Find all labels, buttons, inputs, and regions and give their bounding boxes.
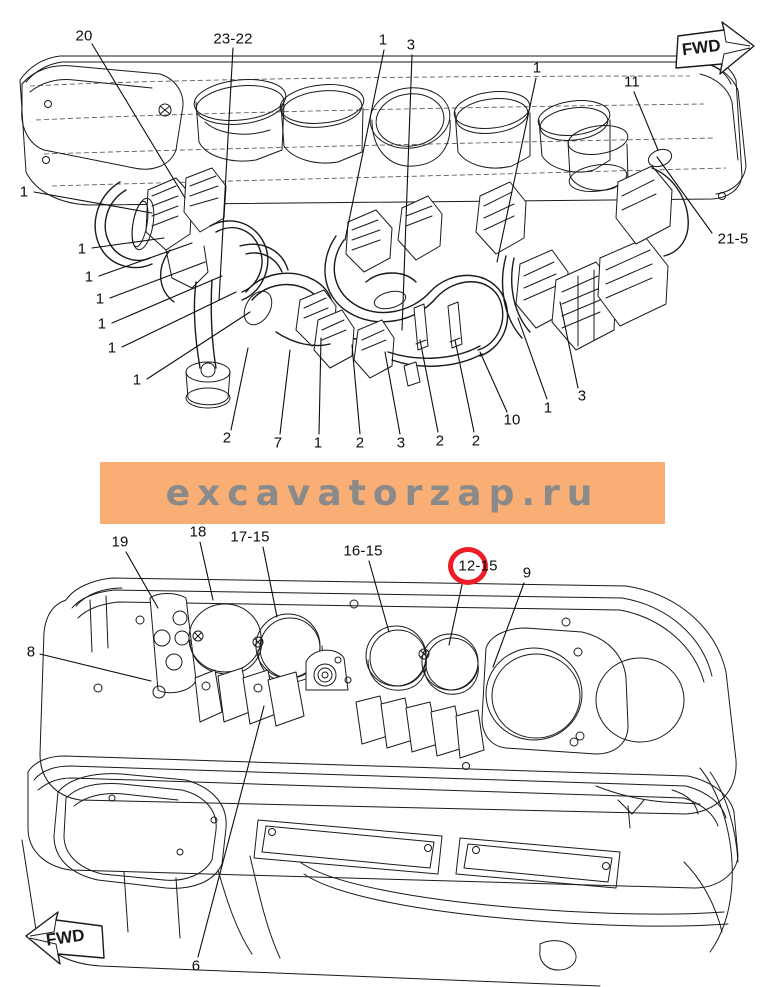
leader-line [91, 237, 165, 249]
callout-upper-1: 1 [132, 371, 142, 389]
leader-line [146, 311, 251, 380]
callout-upper-1: 1 [97, 315, 107, 333]
callout-upper-7: 7 [273, 434, 283, 452]
leader-line [401, 54, 413, 331]
watermark-text: excavatorzap.ru [165, 472, 600, 514]
callout-upper-1: 1 [19, 183, 29, 201]
fwd-arrow-top-right: FWD [672, 20, 758, 82]
callout-upper-2: 2 [435, 432, 445, 450]
switch-row-right [355, 695, 485, 759]
callout-upper-20: 20 [75, 27, 93, 45]
leader-line [448, 579, 464, 646]
callout-upper-1: 1 [107, 339, 117, 357]
leader-line [197, 705, 265, 958]
callout-lower-16-15: 16-15 [343, 542, 383, 560]
leader-line [384, 351, 401, 435]
leader-line [318, 337, 322, 435]
callout-lower-8: 8 [26, 643, 36, 661]
callout-upper-1: 1 [543, 399, 553, 417]
callout-lower-18: 18 [189, 523, 207, 541]
leader-line [121, 291, 237, 348]
leader-line [351, 344, 361, 435]
callout-upper-1: 1 [84, 268, 94, 286]
leader-line [125, 551, 159, 609]
callout-upper-1: 1 [378, 31, 388, 49]
leader-line [199, 541, 214, 601]
upper-dash-frame [19, 55, 747, 409]
leader-line [98, 242, 193, 277]
callout-upper-1: 1 [313, 434, 323, 452]
callout-upper-21-5: 21-5 [717, 230, 749, 248]
leader-line [656, 156, 713, 234]
callout-upper-1: 1 [532, 59, 542, 77]
leader-line [230, 347, 249, 431]
callout-lower-19: 19 [111, 533, 129, 551]
callout-lower-17-15: 17-15 [230, 528, 270, 546]
callout-leader-lines [33, 43, 713, 958]
leader-line [344, 49, 385, 241]
leader-line [368, 560, 390, 633]
leader-line [279, 349, 291, 435]
callout-upper-3: 3 [396, 434, 406, 452]
callout-upper-11: 11 [624, 73, 640, 91]
callout-upper-23-22: 23-22 [213, 30, 253, 48]
harness-components [94, 148, 689, 409]
site-watermark: excavatorzap.ru [100, 462, 665, 524]
callout-upper-2: 2 [471, 432, 481, 450]
fwd-arrow-bottom-left: FWD [22, 908, 108, 970]
leader-line [218, 47, 234, 301]
leader-line [517, 317, 548, 400]
callout-lower-6: 6 [191, 957, 201, 975]
leader-line [559, 301, 579, 389]
callout-upper-2: 2 [355, 434, 365, 452]
leader-line [111, 275, 223, 324]
callout-upper-3: 3 [406, 36, 416, 54]
leader-line [109, 261, 206, 299]
leader-line [479, 351, 508, 413]
leader-line [454, 339, 475, 433]
leader-line [262, 546, 278, 618]
callout-upper-2: 2 [222, 429, 232, 447]
switch-row-left [194, 667, 305, 727]
callout-upper-1: 1 [95, 290, 105, 308]
callout-lower-9: 9 [522, 564, 532, 582]
leader-line [91, 43, 186, 199]
leader-line [419, 339, 439, 433]
leader-line [39, 653, 152, 682]
callout-upper-10: 10 [503, 411, 521, 429]
callout-upper-3: 3 [577, 387, 587, 405]
leader-line [633, 91, 659, 151]
leader-line [33, 191, 153, 214]
callout-upper-1: 1 [77, 240, 87, 258]
leader-line [492, 582, 525, 668]
lower-console-assembly [21, 577, 739, 987]
callout-lower-12-15: 12-15 [458, 557, 498, 575]
leader-line [496, 77, 537, 263]
